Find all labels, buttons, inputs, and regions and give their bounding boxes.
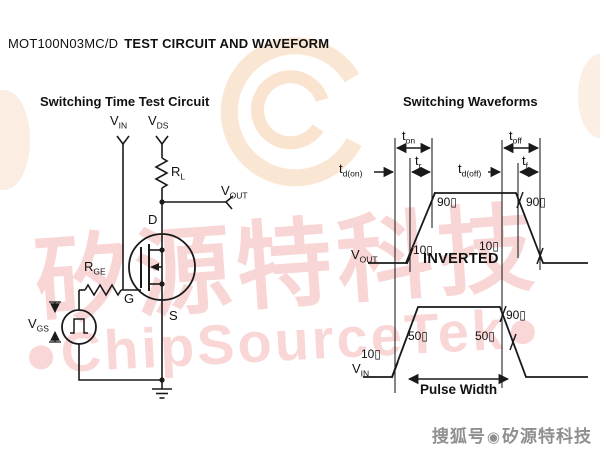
rl-label: RL	[171, 164, 186, 182]
vds-label: VDS	[148, 113, 169, 131]
pulse-source	[61, 290, 162, 381]
pulse-width-label: Pulse Width	[420, 382, 498, 397]
vin-fall-90-label: 90▯	[506, 308, 526, 322]
vout-rise-90-label: 90▯	[437, 195, 457, 209]
vout-waveform	[368, 192, 588, 264]
tf-label: tf	[522, 153, 528, 171]
vout-probe-arrow	[225, 195, 234, 210]
pulse-source-bottom-wire	[78, 344, 162, 381]
vin-probe-arrow	[116, 135, 130, 146]
resistor-rl	[154, 157, 169, 189]
tdon-label: td(on)	[339, 161, 363, 179]
vin-rise-10-label: 10▯	[361, 347, 381, 361]
sohu-logo-icon: ◉	[486, 429, 501, 446]
gate-label: G	[124, 291, 135, 306]
vgs-label: VGS	[28, 316, 49, 334]
vout-wave-label: VOUT	[351, 247, 378, 265]
part-number: MOT100N03MC/D	[8, 36, 119, 51]
vin-label: VIN	[110, 113, 128, 131]
swirl-outer-arc	[220, 37, 362, 187]
mosfet-body-circle	[128, 233, 196, 301]
swirl-inner-arc	[250, 70, 329, 150]
footer-brand-name: 矽源特科技	[502, 427, 592, 446]
dimension-arrows	[374, 142, 540, 385]
vin-fall-50-label: 50▯	[475, 329, 495, 343]
level-tick-marks	[391, 191, 544, 379]
orange-blob-right	[578, 54, 600, 138]
mosfet-arrowhead	[150, 263, 159, 271]
tick-mark	[406, 247, 414, 265]
vout-fall-10-label: 10▯	[479, 239, 499, 253]
drain-label: D	[148, 212, 158, 227]
figure-title: MOT100N03MC/D TEST CIRCUIT AND WAVEFORM	[8, 36, 329, 51]
mosfet-symbol	[128, 233, 196, 301]
vin-rise-50-label: 50▯	[408, 329, 428, 343]
pulse-glyph	[70, 318, 88, 334]
source-contact-dot	[159, 281, 165, 287]
tick-mark	[391, 361, 399, 379]
footer-watermark: 搜狐号◉矽源特科技	[432, 422, 592, 447]
resistor-rge	[84, 283, 122, 297]
tick-mark	[509, 333, 517, 351]
tick-mark	[536, 247, 544, 265]
footer-site-name: 搜狐号	[431, 427, 486, 446]
pulse-source-circle	[61, 309, 97, 345]
vin-wave-label: VIN	[352, 361, 370, 379]
junction-dot	[159, 199, 165, 205]
source-label: S	[169, 308, 178, 323]
inverted-label: INVERTED	[423, 251, 499, 267]
waveform-traces	[363, 192, 588, 378]
vgs-sense-arrows	[49, 301, 61, 343]
tdoff-label: td(off)	[458, 161, 482, 179]
circuit-heading: Switching Time Test Circuit	[40, 94, 210, 109]
tr-label: tr	[415, 153, 422, 171]
drain-contact-dot	[159, 247, 165, 253]
orange-blob-left	[0, 90, 30, 190]
vin-waveform	[363, 306, 588, 378]
vout-fall-90-label: 90▯	[526, 195, 546, 209]
test-circuit	[49, 135, 234, 399]
tick-mark	[428, 191, 436, 209]
waveforms-heading: Switching Waveforms	[403, 94, 538, 109]
vout-rise-10-label: 10▯	[413, 243, 433, 257]
toff-label: toff	[509, 128, 522, 146]
tick-mark	[401, 333, 409, 351]
rge-label: RGE	[84, 259, 106, 277]
tick-mark	[499, 305, 507, 323]
ground-symbol	[152, 377, 172, 399]
vout-circuit-label: VOUT	[221, 183, 248, 201]
vds-probe-arrow	[155, 135, 169, 146]
title-text: TEST CIRCUIT AND WAVEFORM	[124, 36, 330, 51]
ton-label: ton	[402, 128, 416, 146]
tick-mark	[516, 191, 524, 209]
